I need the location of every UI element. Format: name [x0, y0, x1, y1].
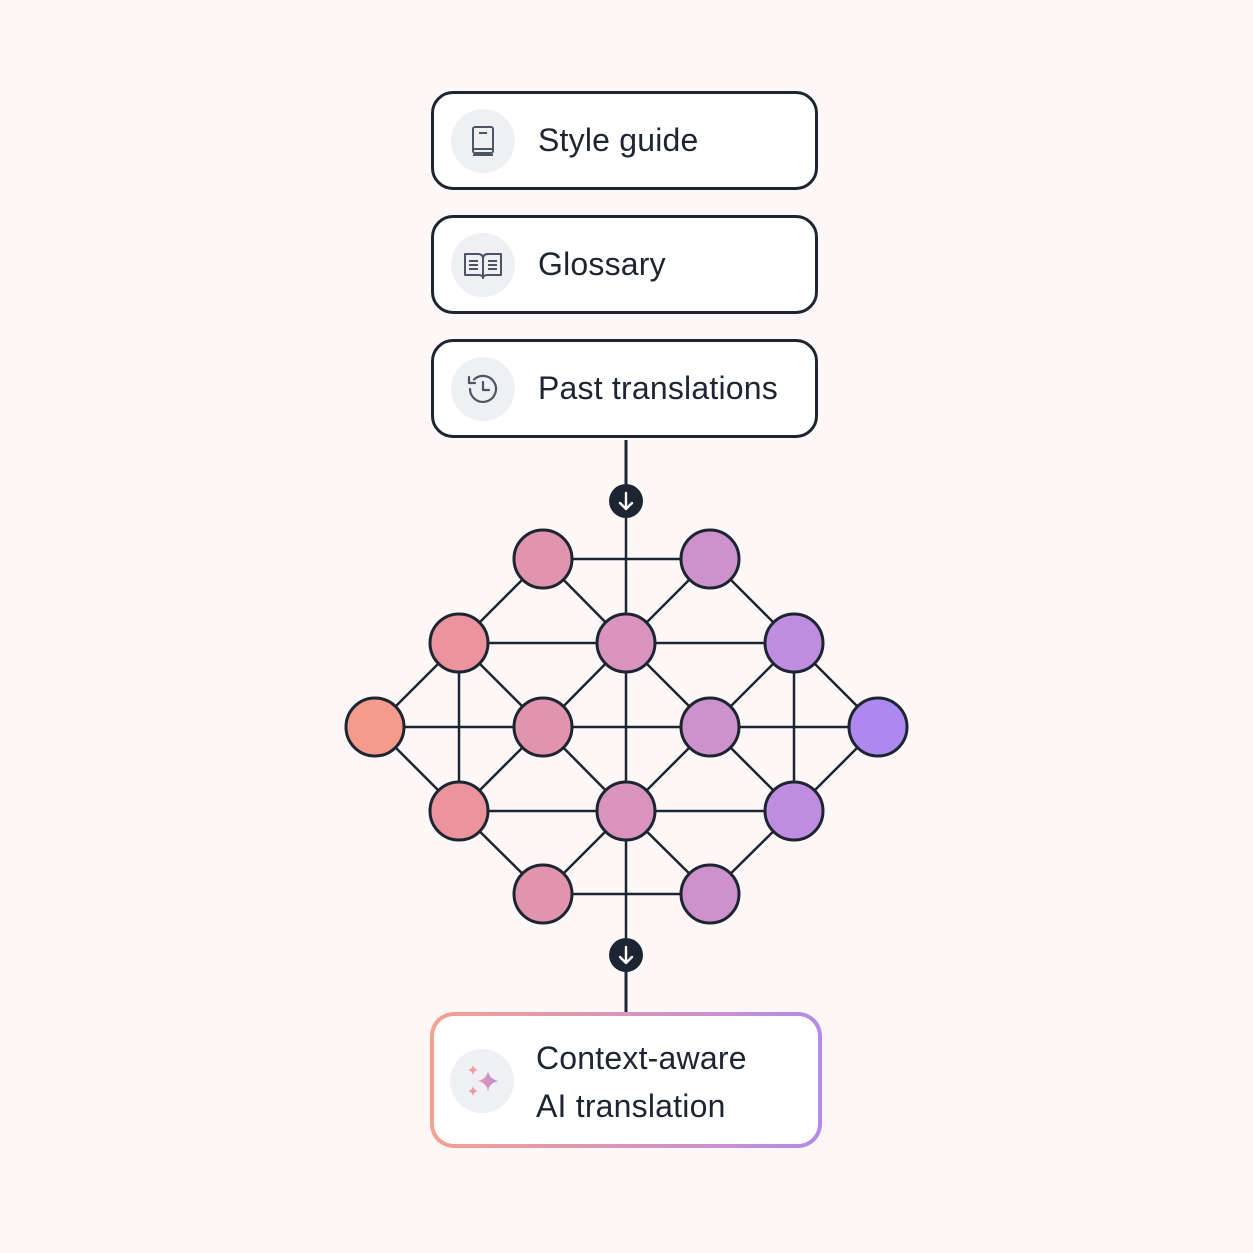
output-label-line-2: AI translation	[536, 1088, 726, 1124]
graph-node	[512, 696, 574, 758]
arrow-down-icon	[609, 484, 643, 518]
book-icon	[451, 109, 515, 173]
graph-node	[428, 612, 490, 674]
graph-node	[512, 863, 574, 925]
sparkles-icon	[450, 1049, 514, 1113]
graph-node	[679, 863, 741, 925]
graph-node	[679, 696, 741, 758]
input-card-past-translations: Past translations	[431, 339, 818, 438]
input-card-glossary: Glossary	[431, 215, 818, 314]
graph-node	[595, 780, 657, 842]
open-book-icon	[451, 233, 515, 297]
output-card-ai-translation: Context-aware AI translation	[430, 1012, 822, 1148]
graph-node	[428, 780, 490, 842]
graph-node	[679, 528, 741, 590]
input-card-style-guide: Style guide	[431, 91, 818, 190]
graph-node	[344, 696, 406, 758]
output-label: Context-aware AI translation	[536, 1034, 747, 1130]
arrow-down-icon	[609, 938, 643, 972]
graph-node	[595, 612, 657, 674]
graph-node	[512, 528, 574, 590]
input-label: Past translations	[538, 370, 778, 406]
graph-node	[763, 780, 825, 842]
output-label-line-1: Context-aware	[536, 1040, 747, 1076]
history-icon	[451, 357, 515, 421]
input-label: Glossary	[538, 246, 666, 282]
graph-node	[847, 696, 909, 758]
graph-node	[763, 612, 825, 674]
input-label: Style guide	[538, 122, 699, 158]
